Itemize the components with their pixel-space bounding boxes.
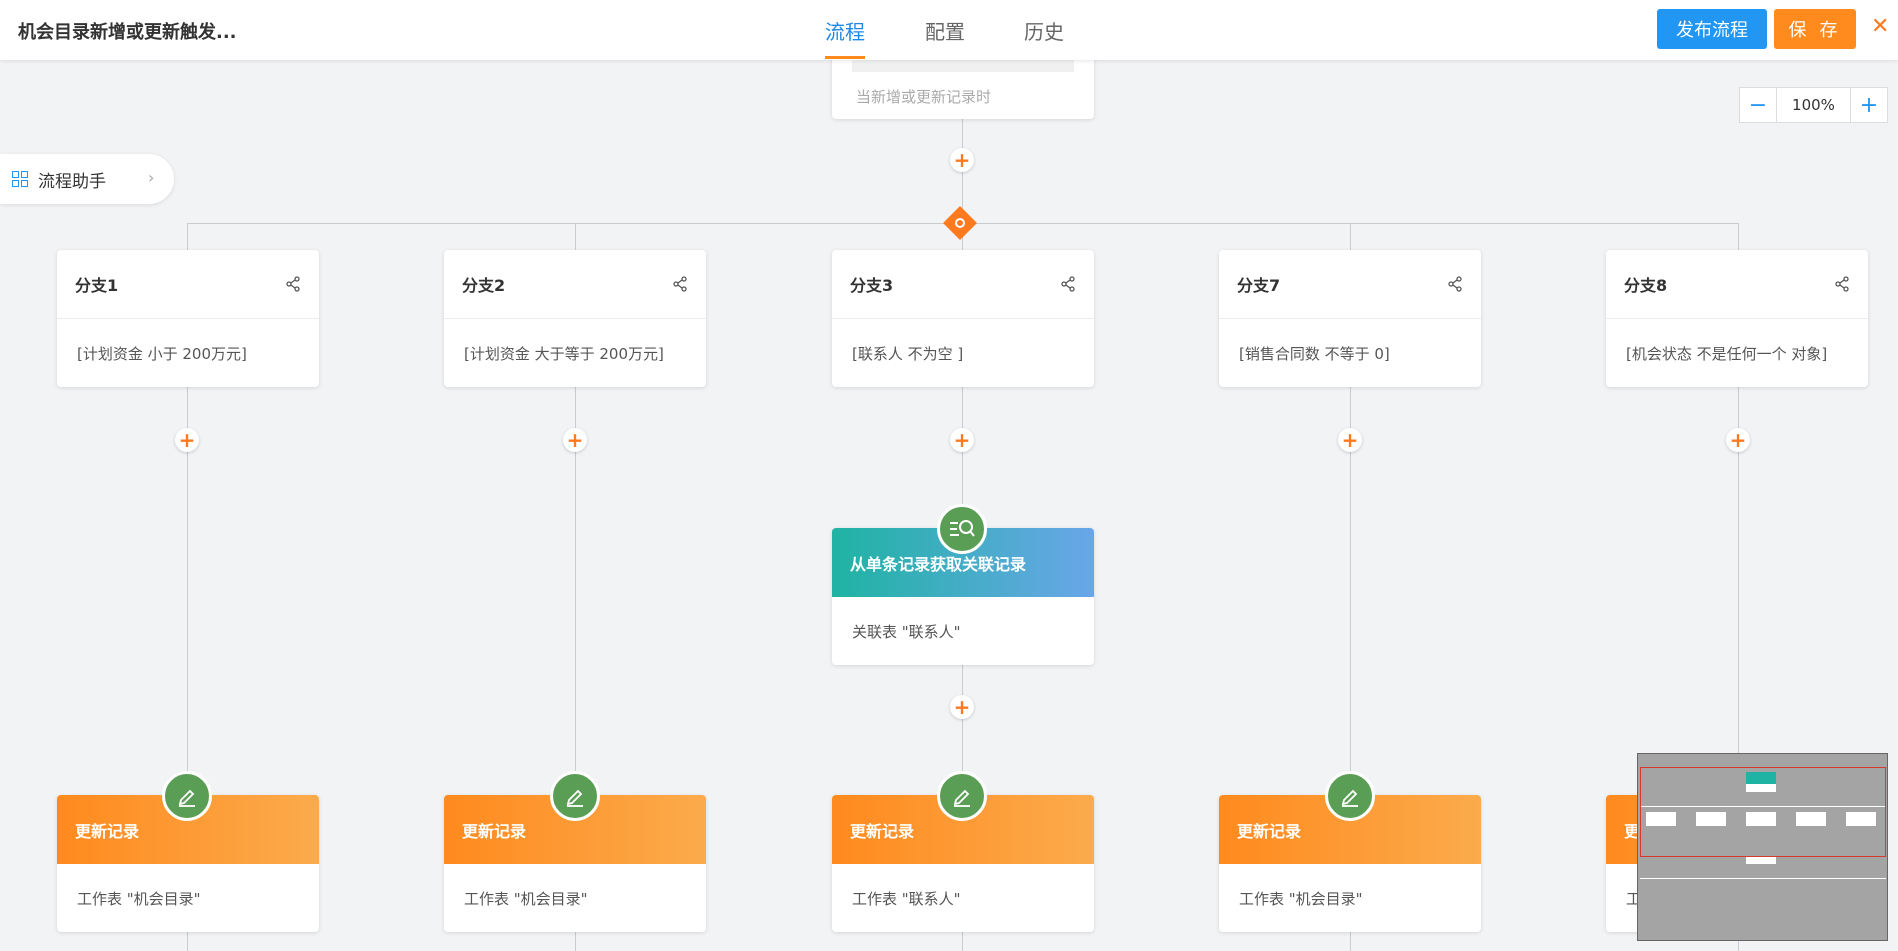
minimap-node xyxy=(1846,812,1876,826)
zoom-out-button[interactable]: − xyxy=(1748,92,1768,118)
branch-card[interactable]: 分支1 [计划资金 小于 200万元] xyxy=(57,250,319,387)
minimap[interactable] xyxy=(1637,753,1888,941)
add-node-button[interactable]: + xyxy=(1726,428,1750,452)
branch-title: 分支3 xyxy=(850,276,894,295)
branch-card[interactable]: 分支7 [销售合同数 不等于 0] xyxy=(1219,250,1481,387)
edit-icon xyxy=(1325,771,1375,821)
node-description: 工作表 "机会目录" xyxy=(77,889,201,908)
minimap-node xyxy=(1646,812,1676,826)
zoom-control: − 100% + xyxy=(1739,87,1888,123)
branch-title: 分支7 xyxy=(1237,276,1281,295)
branch-condition: [机会状态 不是任何一个 对象] xyxy=(1626,344,1828,363)
node-title: 更 xyxy=(1624,821,1641,841)
branch-condition: [计划资金 小于 200万元] xyxy=(77,344,247,363)
share-icon[interactable] xyxy=(285,276,301,292)
connector-line xyxy=(575,223,576,951)
branch-card[interactable]: 分支2 [计划资金 大于等于 200万元] xyxy=(444,250,706,387)
minimap-connector xyxy=(1640,806,1886,807)
branch-card[interactable]: 分支8 [机会状态 不是任何一个 对象] xyxy=(1606,250,1868,387)
lookup-icon xyxy=(937,504,987,554)
edit-icon xyxy=(550,771,600,821)
minimap-node xyxy=(1746,784,1776,792)
zoom-in-button[interactable]: + xyxy=(1859,92,1879,118)
node-title: 更新记录 xyxy=(75,821,140,841)
branch-condition: [销售合同数 不等于 0] xyxy=(1239,344,1390,363)
add-node-button[interactable]: + xyxy=(175,428,199,452)
node-description: 工作表 "联系人" xyxy=(852,889,961,908)
node-title: 更新记录 xyxy=(462,821,527,841)
node-title: 从单条记录获取关联记录 xyxy=(850,554,1027,574)
update-node[interactable]: 更新记录 工作表 "机会目录" xyxy=(1219,795,1481,932)
active-tab-indicator xyxy=(825,56,865,59)
share-icon[interactable] xyxy=(1834,276,1850,292)
save-button[interactable]: 保 存 xyxy=(1774,9,1856,49)
branch-card[interactable]: 分支3 [联系人 不为空 ] xyxy=(832,250,1094,387)
minimap-node xyxy=(1746,856,1776,864)
connector-line xyxy=(1350,223,1351,951)
tab-flow[interactable]: 流程 xyxy=(825,20,865,44)
minimap-node xyxy=(1746,812,1776,826)
branch-condition: [联系人 不为空 ] xyxy=(852,344,964,363)
close-icon[interactable]: ✕ xyxy=(1871,14,1890,39)
node-title: 更新记录 xyxy=(1237,821,1302,841)
node-title: 更新记录 xyxy=(850,821,915,841)
node-description: 工作表 "机会目录" xyxy=(1239,889,1363,908)
share-icon[interactable] xyxy=(1060,276,1076,292)
add-node-button[interactable]: + xyxy=(950,148,974,172)
flow-assistant-toggle[interactable]: 流程助手 › xyxy=(0,154,174,204)
add-node-button[interactable]: + xyxy=(563,428,587,452)
branch-title: 分支1 xyxy=(75,276,119,295)
tab-history[interactable]: 历史 xyxy=(1024,20,1064,44)
node-description: 工作表 "机会目录" xyxy=(464,889,588,908)
branch-title: 分支2 xyxy=(462,276,506,295)
connector-line xyxy=(187,223,188,951)
edit-icon xyxy=(937,771,987,821)
minimap-connector xyxy=(1640,878,1886,879)
assistant-label: 流程助手 xyxy=(38,171,106,192)
minimap-node xyxy=(1696,812,1726,826)
grid-icon xyxy=(12,171,28,187)
share-icon[interactable] xyxy=(1447,276,1463,292)
top-header: 机会目录新增或更新触发... 流程 配置 历史 发布流程 保 存 ✕ xyxy=(0,0,1898,60)
zoom-level: 100% xyxy=(1776,88,1851,122)
node-description: 关联表 "联系人" xyxy=(852,622,961,641)
minimap-viewport[interactable] xyxy=(1640,767,1886,857)
add-node-button[interactable]: + xyxy=(950,695,974,719)
publish-button[interactable]: 发布流程 xyxy=(1657,9,1767,49)
branch-condition: [计划资金 大于等于 200万元] xyxy=(464,344,664,363)
edit-icon xyxy=(162,771,212,821)
workflow-title: 机会目录新增或更新触发... xyxy=(18,22,237,43)
trigger-subtitle: 当新增或更新记录时 xyxy=(856,88,992,106)
add-node-button[interactable]: + xyxy=(1338,428,1362,452)
branch-title: 分支8 xyxy=(1624,276,1668,295)
share-icon[interactable] xyxy=(672,276,688,292)
tab-config[interactable]: 配置 xyxy=(925,20,965,44)
branch-gateway-icon[interactable] xyxy=(943,206,977,240)
connector-line xyxy=(1738,223,1739,951)
add-node-button[interactable]: + xyxy=(950,428,974,452)
minimap-node xyxy=(1796,812,1826,826)
chevron-right-icon: › xyxy=(148,168,155,187)
